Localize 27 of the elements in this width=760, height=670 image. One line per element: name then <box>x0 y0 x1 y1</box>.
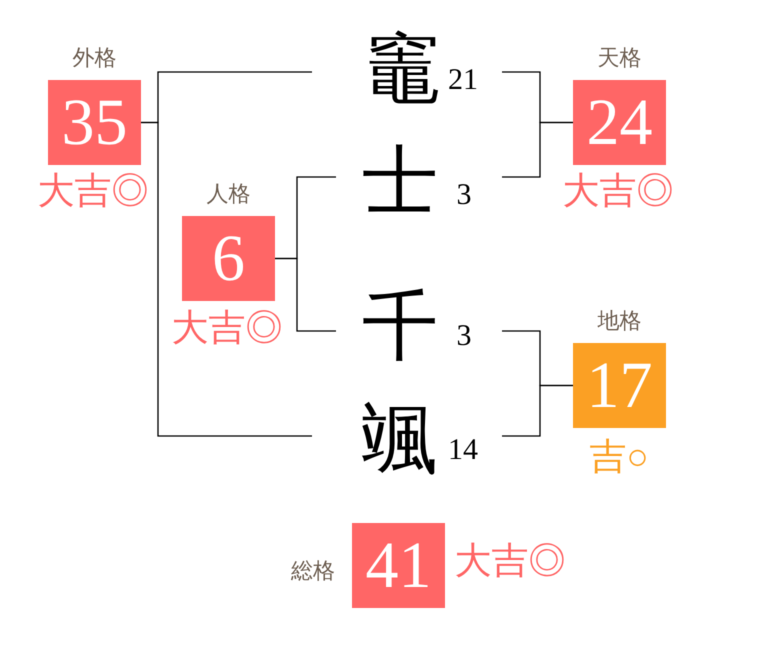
fortune-label: 大吉◎ <box>454 541 566 581</box>
bracket-line <box>502 122 573 178</box>
bracket-line <box>141 122 312 437</box>
fortune-label: 吉○ <box>589 437 649 477</box>
name-character: 士 <box>362 144 438 220</box>
fortune-label: 大吉◎ <box>172 308 282 348</box>
name-character: 千 <box>362 289 438 365</box>
score-box: 41 <box>352 523 445 608</box>
score-box: 6 <box>182 216 275 301</box>
heading-label: 総格 <box>291 558 335 582</box>
fortune-label: 大吉◎ <box>562 171 674 211</box>
heading-label: 天格 <box>598 46 642 70</box>
score-box: 35 <box>48 80 141 165</box>
bracket-line <box>502 384 573 437</box>
heading-label: 地格 <box>598 309 642 333</box>
score-box: 24 <box>573 80 666 165</box>
bracket-line <box>275 258 336 332</box>
score-box: 17 <box>573 343 666 428</box>
stroke-count: 3 <box>456 321 472 351</box>
stroke-count: 14 <box>448 435 478 465</box>
name-character: 颯 <box>362 402 438 478</box>
stroke-count: 3 <box>456 180 472 210</box>
stroke-count: 21 <box>448 65 478 95</box>
heading-label: 人格 <box>206 182 250 206</box>
name-character: 竈 <box>364 32 440 108</box>
heading-label: 外格 <box>72 46 116 70</box>
fortune-label: 大吉◎ <box>38 171 148 211</box>
